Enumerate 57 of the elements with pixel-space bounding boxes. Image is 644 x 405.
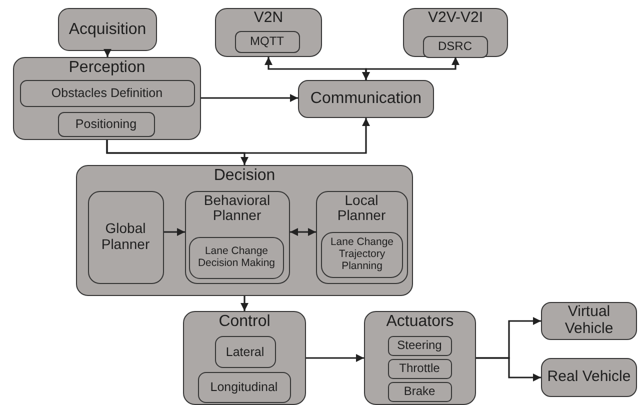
node-label: Communication xyxy=(310,90,422,108)
process-box xyxy=(76,165,413,296)
sub-box xyxy=(88,190,164,284)
sub-box xyxy=(388,336,452,356)
sub-box xyxy=(20,80,194,106)
node-label: Positioning xyxy=(75,117,137,131)
node-label: Virtual Vehicle xyxy=(564,304,614,338)
node-label: Local Planner xyxy=(336,192,387,224)
arrow xyxy=(106,118,370,154)
process-box xyxy=(541,302,637,340)
node-label: MQTT xyxy=(250,34,284,48)
sub-box xyxy=(388,382,452,402)
node-label: Throttle xyxy=(399,362,440,376)
process-box xyxy=(58,8,157,51)
node-label: Lane Change Decision Making xyxy=(196,246,276,270)
process-box xyxy=(541,358,637,397)
node-label: Longitudinal xyxy=(210,380,278,394)
sub-box xyxy=(234,30,300,52)
process-box xyxy=(364,311,476,405)
node-label: V2N xyxy=(254,10,284,27)
sub-box xyxy=(58,112,154,136)
node-label: Lateral xyxy=(226,344,264,358)
node-label: Acquisition xyxy=(68,20,146,38)
sub-box xyxy=(388,358,452,378)
arrow xyxy=(362,57,460,80)
arrow xyxy=(306,354,364,362)
arrow xyxy=(201,94,298,102)
node-label: Steering xyxy=(397,338,442,352)
arrow xyxy=(290,228,316,236)
sub-box xyxy=(184,190,290,284)
process-box xyxy=(298,80,434,118)
node-label: V2V-V2I xyxy=(428,10,484,27)
sub-box xyxy=(189,237,284,279)
process-box xyxy=(183,311,306,405)
node-label: Actuators xyxy=(386,313,454,331)
node-label: Lane Change Trajectory Planning xyxy=(329,237,395,273)
sub-box xyxy=(316,190,408,284)
sub-box xyxy=(198,372,290,402)
sub-box xyxy=(321,232,403,278)
node-label: Control xyxy=(218,313,270,331)
sub-box xyxy=(422,36,488,58)
node-label: Behavioral Planner xyxy=(202,192,272,224)
node-label: Brake xyxy=(404,384,436,398)
node-label: Decision xyxy=(214,167,276,185)
process-box xyxy=(215,8,322,57)
process-box xyxy=(13,57,201,140)
arrow xyxy=(240,296,248,311)
process-box xyxy=(403,8,508,57)
node-label: Global Planner xyxy=(100,221,151,253)
sub-box xyxy=(214,336,276,368)
node-label: DSRC xyxy=(438,40,472,54)
node-label: Perception xyxy=(68,59,146,77)
node-label: Real Vehicle xyxy=(547,369,631,386)
node-label: Obstacles Definition xyxy=(51,86,163,100)
arrow xyxy=(476,357,541,382)
arrow xyxy=(164,228,185,236)
arrow xyxy=(104,49,112,57)
